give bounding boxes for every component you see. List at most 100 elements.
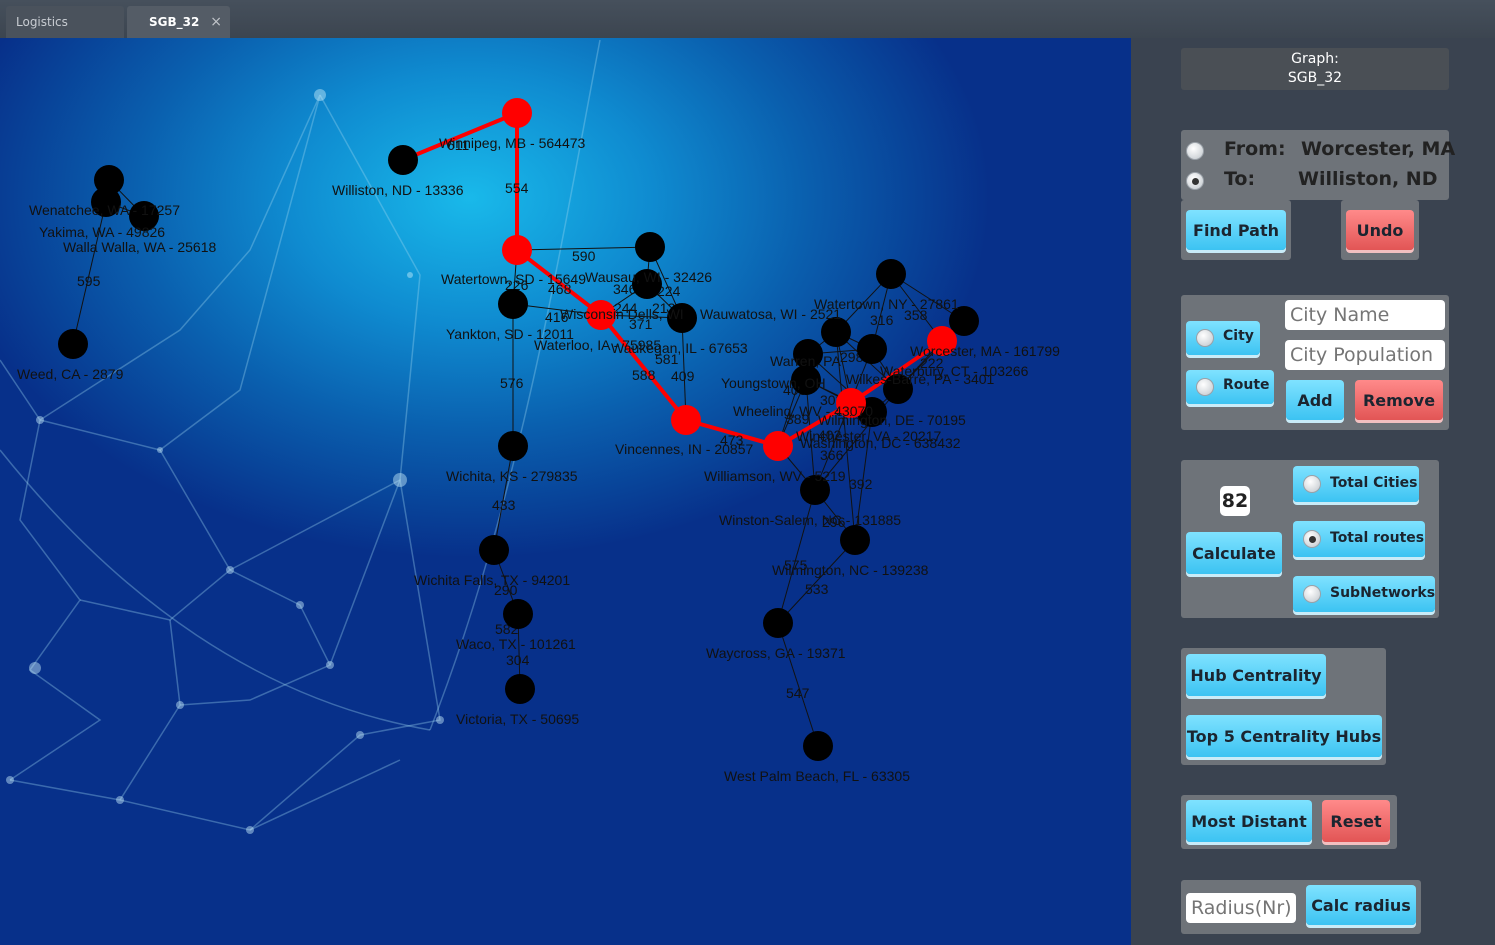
- city-node-on-path[interactable]: [927, 326, 957, 356]
- city-node[interactable]: [763, 608, 793, 638]
- city-node-on-path[interactable]: [502, 98, 532, 128]
- edge-weight: 416: [545, 309, 569, 325]
- to-radio[interactable]: [1186, 172, 1204, 190]
- city-name-input[interactable]: [1285, 300, 1445, 330]
- add-button[interactable]: Add: [1286, 380, 1344, 420]
- city-node[interactable]: [840, 525, 870, 555]
- city-node[interactable]: [498, 431, 528, 461]
- city-node-on-path[interactable]: [502, 235, 532, 265]
- city-label: Vincennes, IN - 20857: [615, 441, 753, 457]
- edge-weight: 533: [805, 581, 829, 597]
- calculate-button[interactable]: Calculate: [1186, 532, 1282, 574]
- edge-weight: 222: [920, 355, 944, 371]
- from-city-value: Worcester, MA: [1301, 138, 1456, 160]
- city-label: Washington, DC - 638432: [800, 435, 961, 451]
- city-label: Wenatchee, WA - 17257: [29, 202, 180, 218]
- undo-button[interactable]: Undo: [1346, 210, 1414, 250]
- city-node[interactable]: [94, 165, 124, 195]
- subnetworks-radio-dot: [1303, 585, 1321, 603]
- from-radio[interactable]: [1186, 142, 1204, 160]
- edge-weight: 358: [904, 307, 928, 323]
- subnetworks-label: SubNetworks: [1330, 585, 1436, 601]
- city-label: Victoria, TX - 50695: [456, 711, 579, 727]
- city-population-input[interactable]: [1285, 340, 1445, 370]
- city-label: Waco, TX - 101261: [456, 636, 576, 652]
- city-node[interactable]: [791, 365, 821, 395]
- total-cities-option[interactable]: Total Cities: [1293, 466, 1419, 502]
- city-node[interactable]: [793, 339, 823, 369]
- city-node[interactable]: [803, 731, 833, 761]
- from-label: From:: [1224, 138, 1286, 160]
- city-label: Warren, PA: [770, 353, 841, 369]
- hub-centrality-button[interactable]: Hub Centrality: [1186, 654, 1326, 696]
- city-label: Watertown, NY - 27861: [814, 296, 959, 312]
- graph-title: Graph:: [1291, 51, 1339, 67]
- most-distant-button[interactable]: Most Distant: [1186, 800, 1312, 842]
- city-node[interactable]: [883, 374, 913, 404]
- city-node[interactable]: [667, 303, 697, 333]
- city-label: Williston, ND - 13336: [332, 182, 464, 198]
- city-node[interactable]: [949, 306, 979, 336]
- city-node[interactable]: [503, 599, 533, 629]
- city-label: Waterbury, CT - 103266: [880, 363, 1029, 379]
- city-node[interactable]: [505, 674, 535, 704]
- city-node[interactable]: [498, 289, 528, 319]
- city-node[interactable]: [857, 334, 887, 364]
- reset-button[interactable]: Reset: [1322, 800, 1390, 842]
- city-node[interactable]: [91, 187, 121, 217]
- city-node[interactable]: [632, 269, 662, 299]
- path-nodes: [502, 98, 957, 461]
- edge-weight: 576: [500, 375, 524, 391]
- city-node[interactable]: [388, 145, 418, 175]
- city-node[interactable]: [479, 535, 509, 565]
- edge-weight: 554: [505, 180, 529, 196]
- city-label: Winchester, VA - 20217: [796, 428, 941, 444]
- edge-weight: 468: [548, 281, 572, 297]
- control-panel: Graph: SGB_32 From: To: Worcester, MA Wi…: [1131, 38, 1495, 945]
- city-label: Yankton, SD - 12011: [446, 326, 574, 342]
- city-label: Youngstown, OH: [721, 375, 826, 391]
- total-routes-option[interactable]: Total routes: [1293, 521, 1425, 557]
- city-label: Wichita Falls, TX - 94201: [414, 572, 570, 588]
- city-node[interactable]: [876, 259, 906, 289]
- city-label: Wilmington, NC - 139238: [772, 562, 929, 578]
- radius-input[interactable]: [1186, 893, 1296, 923]
- top-5-centrality-hubs-button[interactable]: Top 5 Centrality Hubs: [1186, 715, 1382, 757]
- to-label: To:: [1224, 168, 1256, 190]
- find-path-button[interactable]: Find Path: [1186, 210, 1286, 250]
- edge-weight: 346: [613, 281, 637, 297]
- city-label: Wauwatosa, WI - 2521: [700, 306, 841, 322]
- city-node[interactable]: [635, 232, 665, 262]
- city-label: West Palm Beach, FL - 63305: [724, 768, 910, 784]
- city-node-on-path[interactable]: [671, 405, 701, 435]
- edge-weight: 547: [786, 685, 810, 701]
- subnetworks-option[interactable]: SubNetworks: [1293, 576, 1435, 612]
- edge-weight: 588: [632, 367, 656, 383]
- city-node-on-path[interactable]: [586, 300, 616, 330]
- city-node[interactable]: [800, 475, 830, 505]
- tab-sgb-32[interactable]: SGB_32 ×: [127, 6, 230, 38]
- city-radio-label: City: [1223, 328, 1254, 344]
- edge-weight: 575: [784, 557, 808, 573]
- tab-logistics-network[interactable]: Logistics Network: [6, 6, 124, 61]
- remove-button[interactable]: Remove: [1355, 380, 1443, 420]
- city-label: Yakima, WA - 49826: [39, 224, 165, 240]
- edge-weight: 290: [494, 582, 518, 598]
- city-node[interactable]: [821, 317, 851, 347]
- edge-weight: 304: [506, 652, 530, 668]
- tab-label: SGB_32: [149, 15, 200, 29]
- close-icon[interactable]: ×: [210, 14, 222, 30]
- route-radio-button[interactable]: Route: [1186, 370, 1274, 404]
- city-node-on-path[interactable]: [836, 388, 866, 418]
- city-node-on-path[interactable]: [763, 431, 793, 461]
- city-node[interactable]: [129, 201, 159, 231]
- calc-radius-button[interactable]: Calc radius: [1306, 885, 1416, 925]
- city-label: Winston-Salem, NC - 131885: [719, 512, 901, 528]
- route-radio-dot: [1196, 378, 1214, 396]
- graph-canvas[interactable]: 611 554 590 468 416 226 244 212 224 346 …: [0, 38, 1131, 945]
- city-radio-button[interactable]: City: [1186, 321, 1260, 355]
- city-label: Waycross, GA - 19371: [706, 645, 846, 661]
- city-node[interactable]: [58, 329, 88, 359]
- background-network-decoration: [0, 39, 601, 831]
- city-labels: Winnipeg, MB - 564473 Williston, ND - 13…: [17, 135, 1060, 784]
